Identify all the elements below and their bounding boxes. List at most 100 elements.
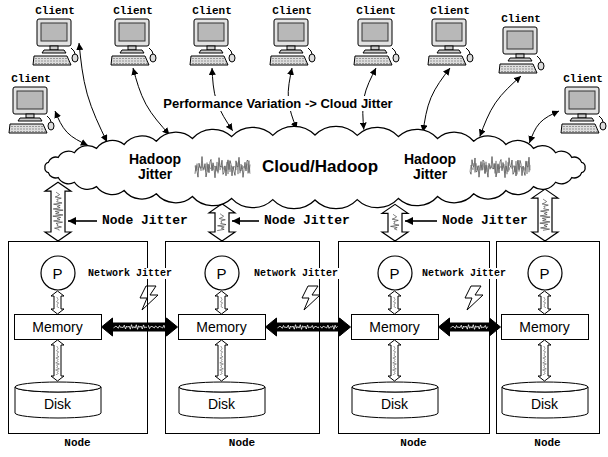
connector — [215, 340, 228, 381]
monitor-stand — [371, 46, 379, 50]
mouse — [48, 122, 54, 130]
client-computer: Client — [7, 72, 55, 136]
screen — [198, 23, 224, 41]
circle — [41, 256, 75, 290]
disk-cylinder: Disk — [178, 381, 266, 419]
keyboard — [190, 56, 228, 65]
jitter-label: Node Jitter — [100, 213, 190, 228]
jitter-wave — [543, 297, 545, 308]
hollow-arrow — [538, 291, 551, 314]
monitor — [115, 19, 149, 46]
mouse-cable — [228, 48, 232, 54]
key-row — [113, 63, 148, 64]
screen — [278, 23, 304, 41]
jitter-wave — [195, 157, 250, 178]
jitter-label: Network Jitter — [420, 268, 508, 279]
monitor-base — [18, 118, 42, 121]
client-label: Client — [272, 4, 312, 18]
monitor — [432, 19, 466, 46]
monitor — [13, 87, 47, 114]
key-row — [272, 58, 305, 59]
key-row — [113, 58, 146, 59]
key-row — [356, 58, 389, 59]
hollow-arrow — [388, 291, 401, 314]
node-text: P — [389, 265, 399, 282]
key-row — [113, 61, 147, 62]
jitter-wave — [114, 325, 166, 330]
disk-cylinder: Disk — [501, 381, 589, 419]
keyboard — [111, 56, 149, 65]
jitter-wave — [391, 214, 399, 230]
monitor-stand — [578, 114, 586, 118]
node-text: Hadoop Jitter — [395, 152, 465, 183]
computer-icon — [559, 86, 607, 136]
jitter-wave — [56, 346, 60, 375]
hollow-arrow — [209, 204, 235, 241]
connector — [382, 204, 408, 241]
jitter-wave — [470, 157, 530, 178]
connector — [529, 111, 559, 143]
monitor — [274, 19, 308, 46]
mouse-cable — [308, 48, 312, 54]
mouse — [150, 54, 156, 62]
monitor-base — [437, 50, 461, 53]
key-row — [563, 129, 597, 130]
processor-circle: P — [204, 255, 240, 291]
node-caption: Node — [534, 437, 560, 449]
monitor-stand — [50, 46, 58, 50]
key-row — [563, 131, 598, 132]
node-text: Memory — [196, 319, 247, 335]
lightning-symbol — [465, 286, 483, 310]
hollow-arrow — [51, 340, 64, 381]
client-label: Client — [192, 4, 232, 18]
node-text: Hadoop Jitter — [120, 152, 190, 183]
client-label: Client — [35, 4, 75, 18]
jitter-wave — [543, 346, 547, 375]
mouse-cable — [537, 56, 541, 62]
pointer-arrow — [405, 220, 437, 222]
hollow-arrow — [45, 182, 71, 241]
jitter-wave — [278, 325, 338, 330]
screen — [41, 23, 67, 41]
screen — [362, 23, 388, 41]
computer-icon — [109, 18, 157, 68]
node-text: Disk — [381, 396, 408, 412]
jitter-wave — [220, 346, 224, 375]
node-text: Disk — [44, 396, 71, 412]
jitter-wave — [217, 214, 226, 231]
connector — [439, 318, 501, 336]
monitor — [565, 87, 599, 114]
memory-box: Memory — [178, 314, 266, 340]
key-row — [11, 129, 45, 130]
keyboard — [499, 64, 537, 73]
lightning-symbol — [302, 286, 320, 310]
monitor — [358, 19, 392, 46]
connector — [45, 182, 71, 241]
key-row — [35, 61, 69, 62]
monitor-base — [570, 118, 594, 121]
circle — [528, 256, 562, 290]
jitter-wave — [53, 192, 63, 230]
client-computer: Client — [497, 12, 545, 76]
key-row — [501, 66, 534, 67]
mouse-cable — [47, 116, 51, 122]
cloud-border — [45, 126, 585, 208]
monitor-stand — [516, 54, 524, 58]
hollow-arrow — [532, 189, 558, 241]
monitor — [194, 19, 228, 46]
pointer-arrow — [232, 220, 259, 222]
processor-circle: P — [527, 255, 563, 291]
disk-cylinder: Disk — [14, 381, 102, 419]
connector — [532, 189, 558, 241]
mouse-cable — [466, 48, 470, 54]
hollow-arrow — [215, 291, 228, 314]
computer-icon — [31, 18, 79, 68]
disk-cylinder: Disk — [351, 381, 439, 419]
key-row — [430, 61, 464, 62]
circle — [205, 256, 239, 290]
mouse — [309, 54, 315, 62]
node-box: NodePMemoryDisk — [496, 241, 600, 434]
node-caption: Node — [400, 437, 426, 449]
hollow-arrow — [382, 204, 408, 241]
client-computer: Client — [268, 4, 316, 68]
